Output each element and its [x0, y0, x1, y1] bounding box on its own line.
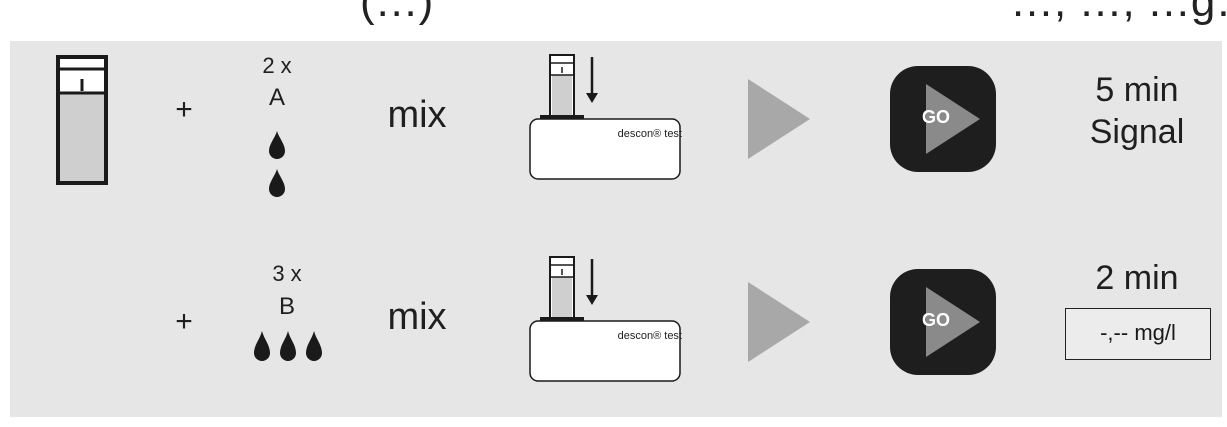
instruction-panel: + 2 x A mix descon® test GO 5 min: [10, 41, 1222, 417]
plus-sign-row2: +: [175, 305, 193, 338]
plus-sign-row1: +: [175, 93, 193, 126]
drop-count-row2: 3 x: [272, 261, 302, 286]
time-label-row2: 2 min: [1095, 259, 1179, 297]
header-fragment-right: …, …, …g…: [1010, 0, 1227, 26]
mix-label-row1: mix: [387, 94, 447, 136]
cropped-header-text: (…) …, …, …g…: [0, 0, 1227, 32]
signal-label: Signal: [1089, 113, 1185, 151]
next-step-arrow-row1: [748, 79, 810, 159]
go-button-row1: [890, 66, 996, 172]
go-label-row1: GO: [921, 107, 950, 127]
device-brand-label-row1: descon® test: [617, 128, 682, 140]
device-brand-label-row2: descon® test: [617, 330, 682, 342]
photometer-icon-row1: [529, 54, 681, 180]
drops-icon-row2: [254, 331, 322, 361]
result-display: -,-- mg/l: [1065, 308, 1211, 360]
go-label-row2: GO: [921, 310, 950, 330]
mix-label-row2: mix: [387, 296, 447, 338]
next-step-arrow-row2: [748, 282, 810, 362]
go-button-row2: [890, 269, 996, 375]
drop-count-row1: 2 x: [262, 53, 292, 78]
reagent-label-row1: A: [268, 84, 285, 111]
time-label-row1: 5 min: [1095, 71, 1179, 109]
cuvette-icon: [56, 55, 108, 185]
header-fragment-left: (…): [360, 0, 434, 26]
photometer-icon-row2: [529, 256, 681, 382]
reagent-label-row2: B: [278, 293, 295, 320]
drops-icon-row1: [269, 131, 285, 197]
